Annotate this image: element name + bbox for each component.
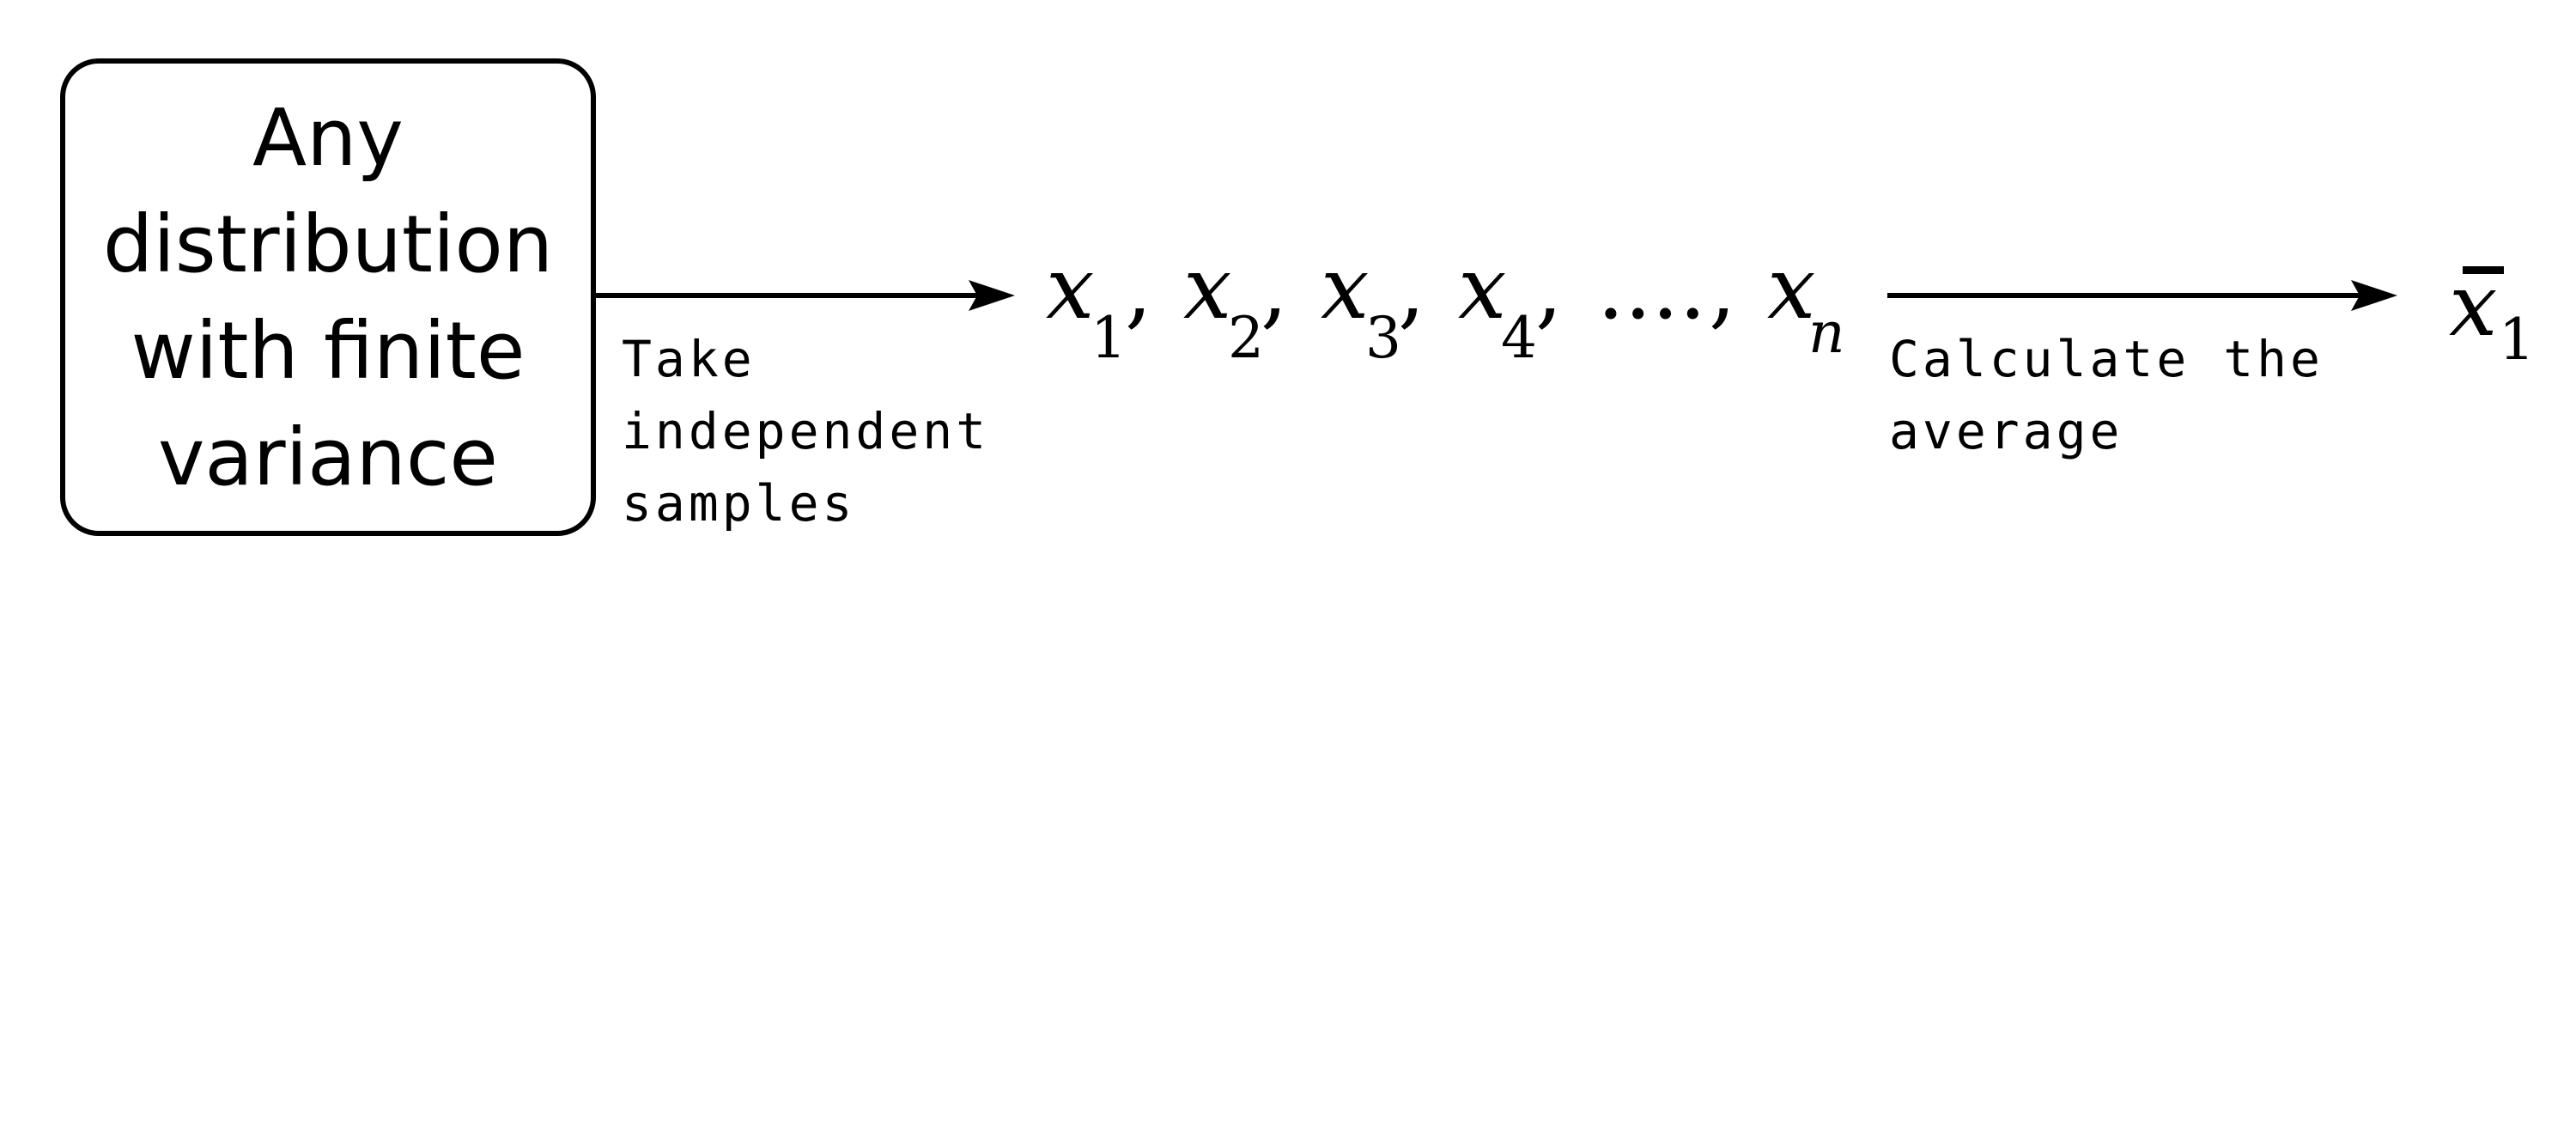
step1-line-3: samples [622,474,855,533]
sample-x3-subscript: 3 [1365,305,1401,371]
sample-mean-result: x 1 [2449,255,2535,373]
sample-x2-subscript: 2 [1228,305,1264,371]
sample-mean-var: x [2449,255,2497,356]
sample-sep-2: , [1261,238,1288,338]
average-arrow-head [2351,280,2397,311]
sample-x3-var: x [1321,238,1369,338]
step2-line-2: average [1889,402,2123,460]
sampling-arrow-head [969,280,1015,311]
sample-sep-1: , [1125,238,1152,338]
sample-x1-subscript: 1 [1091,305,1127,371]
sample-mean-bar [2463,266,2504,274]
sample-sep-3: , [1398,238,1425,338]
sample-mean-subscript: 1 [2499,307,2535,373]
source-box-line-1: Any [252,92,404,184]
sample-ellipsis: .... [1597,238,1706,338]
sample-sequence: x 1 , x 2 , x 3 , x 4 , .... , x n [1046,238,1845,371]
sample-x4-subscript: 4 [1501,305,1537,371]
sample-xn-var: x [1767,238,1815,338]
step2-line-1: Calculate the [1889,330,2324,388]
sample-x4-var: x [1458,238,1506,338]
source-box-line-2: distribution [103,198,553,290]
step1-line-1: Take [622,330,756,388]
sample-sep-4: , [1535,238,1563,338]
sample-x1-var: x [1046,238,1094,338]
sample-sep-5: , [1709,238,1736,338]
source-box-line-4: variance [158,411,498,503]
sample-xn-subscript: n [1808,300,1845,366]
source-box-line-3: with finite [131,305,526,397]
step1-line-2: independent [622,402,989,460]
sample-x2-var: x [1183,238,1231,338]
